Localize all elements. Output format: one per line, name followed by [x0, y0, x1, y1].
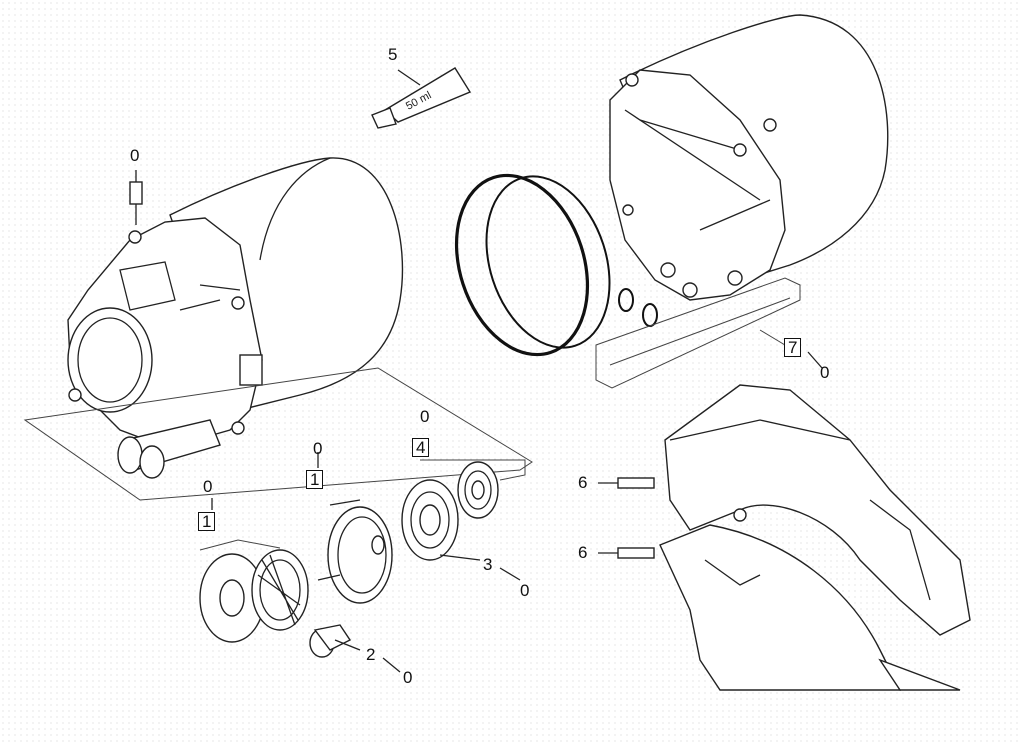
- callout-1-top: 0: [313, 439, 323, 458]
- callout-7-sub: 0: [820, 363, 830, 382]
- callout-1-left: 1: [198, 512, 216, 531]
- callout-1-mid: 1: [306, 470, 324, 489]
- assembly-outline-left: [23, 367, 533, 501]
- leader-lines: [211, 351, 823, 673]
- bearing-cover: [317, 499, 393, 604]
- o-rings-large: [454, 173, 611, 357]
- callout-3: 3: [483, 555, 493, 574]
- callout-0-housing: 0: [130, 146, 140, 165]
- grease-tube: [371, 67, 472, 129]
- assembly-outline-right: [595, 277, 801, 389]
- callout-2: 2: [366, 645, 376, 664]
- motor-housing-left: [67, 157, 404, 479]
- screw-2: [309, 624, 361, 658]
- callout-5: 5: [388, 45, 398, 64]
- bearing-3: [401, 479, 481, 561]
- o-ring-small-1: [618, 288, 634, 312]
- callout-6-upper: 6: [578, 473, 588, 492]
- callout-7: 7: [784, 338, 802, 357]
- washer-and-needle-bearing: [199, 539, 309, 643]
- holder-half-upper: [664, 384, 971, 636]
- callout-6-lower: 6: [578, 543, 588, 562]
- motor-housing-right: [609, 14, 889, 301]
- callout-4-top: 0: [420, 407, 430, 426]
- bearing-4: [457, 461, 499, 519]
- holder-half-lower: [659, 524, 961, 691]
- o-ring-small-2: [642, 303, 658, 327]
- callout-3-sub: 0: [520, 581, 530, 600]
- callout-4: 4: [412, 438, 430, 457]
- callout-2-sub: 0: [403, 668, 413, 687]
- callout-1-left-top: 0: [203, 477, 213, 496]
